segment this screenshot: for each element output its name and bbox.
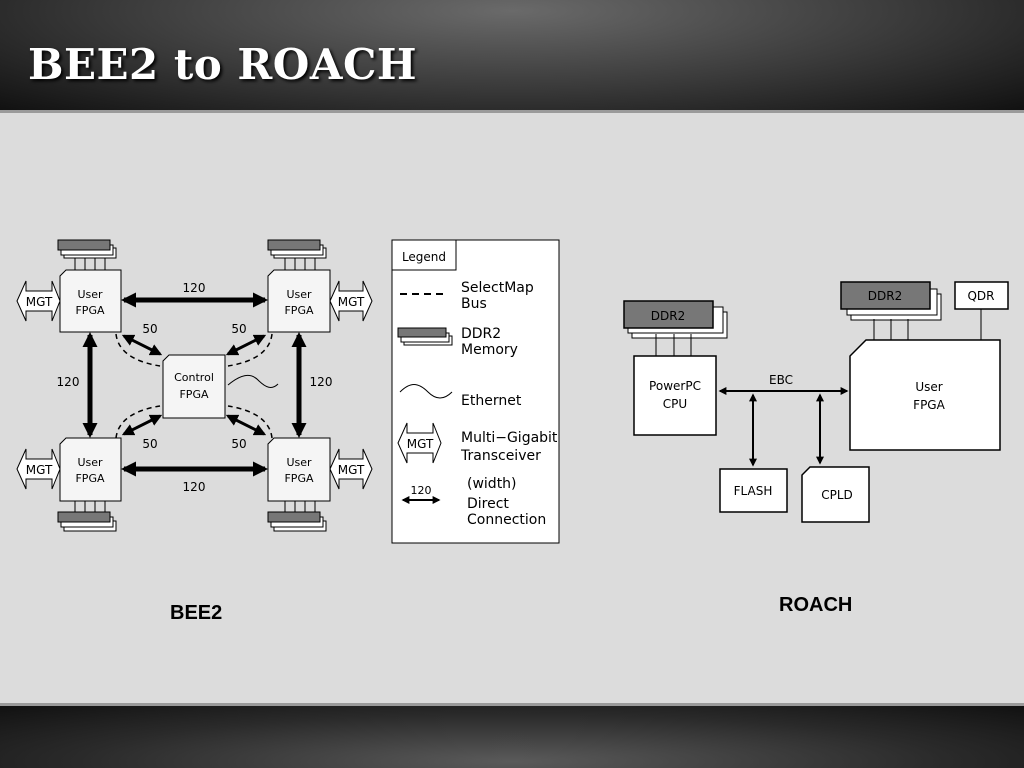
roach-caption: ROACH <box>779 594 853 616</box>
svg-text:DDR2: DDR2 <box>651 309 685 323</box>
svg-text:DDR2: DDR2 <box>461 326 501 342</box>
svg-text:QDR: QDR <box>967 289 994 303</box>
svg-text:MGT: MGT <box>407 437 434 451</box>
roach-qdr: QDR <box>954 281 1009 340</box>
bee2-link-top-label: 120 <box>183 281 206 295</box>
ddr2-memory-bottom-right <box>267 501 327 532</box>
roach-flash: FLASH <box>719 468 788 513</box>
slide-title: BEE2 to ROACH <box>28 40 418 89</box>
bee2-user-fpga-top-left: User FPGA <box>59 269 122 333</box>
mgt-legend-icon: MGT <box>397 422 442 464</box>
mgt-icon-bottom-left: MGT <box>16 448 61 490</box>
footer-bar <box>0 706 1024 768</box>
svg-text:SelectMap: SelectMap <box>461 280 534 296</box>
bee2-diag-bottom-right <box>225 414 267 436</box>
bee2-user-fpga-top-right: User FPGA <box>267 269 331 333</box>
svg-text:Memory: Memory <box>461 342 518 358</box>
bee2-selectmap-buses <box>115 333 273 439</box>
footer-divider <box>0 703 1024 706</box>
svg-text:User: User <box>77 456 103 469</box>
bee2-diag-bottom-left-label: 50 <box>142 437 157 451</box>
bee2-diag-bottom-right-label: 50 <box>231 437 246 451</box>
svg-text:Control: Control <box>174 371 214 384</box>
bee2-control-fpga: Control FPGA <box>162 354 279 419</box>
roach-ebc-label: EBC <box>769 373 793 387</box>
bee2-link-right-label: 120 <box>310 375 333 389</box>
bee2-diag-top-left <box>121 334 163 356</box>
svg-text:FPGA: FPGA <box>75 304 104 317</box>
bee2-caption: BEE2 <box>170 602 223 624</box>
svg-text:Ethernet: Ethernet <box>461 393 522 409</box>
svg-text:User: User <box>286 288 312 301</box>
svg-text:PowerPC: PowerPC <box>649 379 701 393</box>
svg-text:User: User <box>286 456 312 469</box>
svg-text:120: 120 <box>411 484 432 497</box>
bee2-diag-top-right <box>225 334 267 356</box>
bee2-user-fpga-bottom-right: User FPGA <box>267 437 331 502</box>
ethernet-legend-icon <box>399 384 453 399</box>
svg-text:MGT: MGT <box>338 463 365 477</box>
bee2-diagram: User FPGA User FPGA User FPGA User FPGA … <box>16 239 373 532</box>
svg-text:User: User <box>915 380 942 394</box>
svg-text:MGT: MGT <box>26 295 53 309</box>
mgt-icon-bottom-right: MGT <box>329 448 373 490</box>
svg-text:DDR2: DDR2 <box>868 289 902 303</box>
svg-text:Connection: Connection <box>467 512 546 528</box>
title-bar <box>0 0 1024 110</box>
ddr2-memory-top-right <box>267 239 327 270</box>
roach-cpld: CPLD <box>801 466 870 523</box>
roach-ddr2-left: DDR2 <box>623 300 728 356</box>
ddr2-memory-top-left <box>57 239 117 270</box>
slide-content: User FPGA User FPGA User FPGA User FPGA … <box>0 113 1024 703</box>
bee2-user-fpga-bottom-left: User FPGA <box>59 437 122 502</box>
diagrams-canvas: User FPGA User FPGA User FPGA User FPGA … <box>16 239 1009 544</box>
svg-text:Transceiver: Transceiver <box>460 448 541 464</box>
legend-title: Legend <box>402 250 446 264</box>
mgt-icon-top-right: MGT <box>329 280 373 322</box>
direct-connection-legend-icon: 120 <box>401 484 441 504</box>
roach-diagram: DDR2 DDR2 QDR PowerPC CPU User FP <box>623 281 1009 523</box>
bee2-diag-top-right-label: 50 <box>231 322 246 336</box>
svg-text:User: User <box>77 288 103 301</box>
svg-text:FPGA: FPGA <box>913 398 945 412</box>
mgt-icon-top-left: MGT <box>16 280 61 322</box>
svg-text:CPLD: CPLD <box>821 488 853 502</box>
bee2-link-left-label: 120 <box>57 375 80 389</box>
svg-text:FLASH: FLASH <box>734 484 773 498</box>
roach-powerpc-cpu: PowerPC CPU <box>633 355 717 436</box>
svg-text:FPGA: FPGA <box>284 304 313 317</box>
svg-text:Bus: Bus <box>461 296 487 312</box>
svg-text:CPU: CPU <box>663 397 687 411</box>
svg-text:MGT: MGT <box>26 463 53 477</box>
bee2-diag-top-left-label: 50 <box>142 322 157 336</box>
svg-text:MGT: MGT <box>338 295 365 309</box>
roach-user-fpga: User FPGA <box>849 339 1001 451</box>
bee2-diag-bottom-left <box>121 414 163 436</box>
svg-text:Direct: Direct <box>467 496 509 512</box>
ddr2-memory-bottom-left <box>57 501 117 532</box>
svg-text:(width): (width) <box>467 476 517 492</box>
svg-text:FPGA: FPGA <box>75 472 104 485</box>
legend-panel: Legend SelectMap Bus DDR2 Memory Etherne… <box>391 239 560 544</box>
svg-text:FPGA: FPGA <box>179 388 208 401</box>
ddr2-legend-icon <box>397 327 453 346</box>
svg-text:Multi−Gigabit: Multi−Gigabit <box>461 430 558 446</box>
svg-text:FPGA: FPGA <box>284 472 313 485</box>
bee2-link-bottom-label: 120 <box>183 480 206 494</box>
title-divider <box>0 110 1024 113</box>
roach-ddr2-right: DDR2 <box>840 281 942 340</box>
